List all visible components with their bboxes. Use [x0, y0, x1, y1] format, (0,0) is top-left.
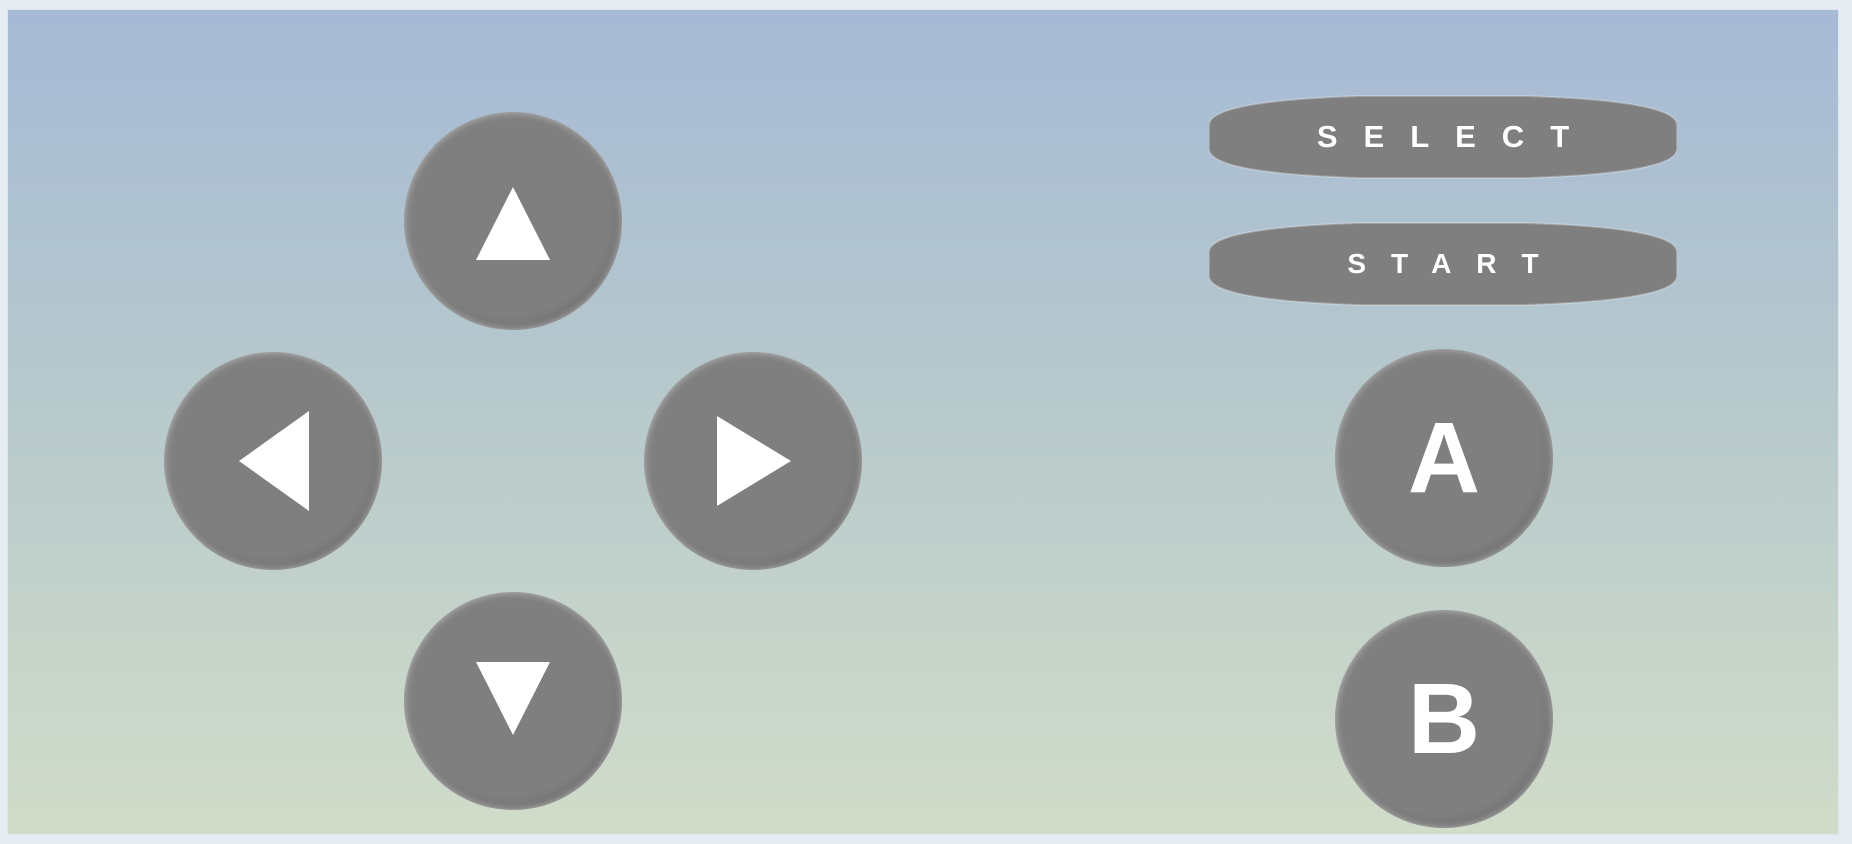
select-button-shape: [1209, 95, 1677, 179]
arrow-right-icon: [717, 416, 791, 506]
select-label: SELECT: [1316, 119, 1596, 154]
b-button[interactable]: B: [1335, 610, 1553, 828]
dpad-down-button[interactable]: [404, 592, 622, 810]
start-button-shape: [1209, 222, 1677, 306]
arrow-left-icon: [239, 411, 309, 511]
start-button[interactable]: START: [1209, 222, 1677, 306]
game-controller: SELECT START A B: [7, 9, 1839, 835]
arrow-up-icon: [476, 187, 550, 260]
a-button[interactable]: A: [1335, 349, 1553, 567]
select-button[interactable]: SELECT: [1209, 95, 1677, 179]
a-button-label: A: [1407, 402, 1481, 514]
start-label: START: [1347, 248, 1564, 279]
dpad-right-button[interactable]: [644, 352, 862, 570]
dpad-up-button[interactable]: [404, 112, 622, 330]
arrow-down-icon: [476, 662, 550, 735]
b-button-label: B: [1407, 663, 1481, 775]
dpad-left-button[interactable]: [164, 352, 382, 570]
